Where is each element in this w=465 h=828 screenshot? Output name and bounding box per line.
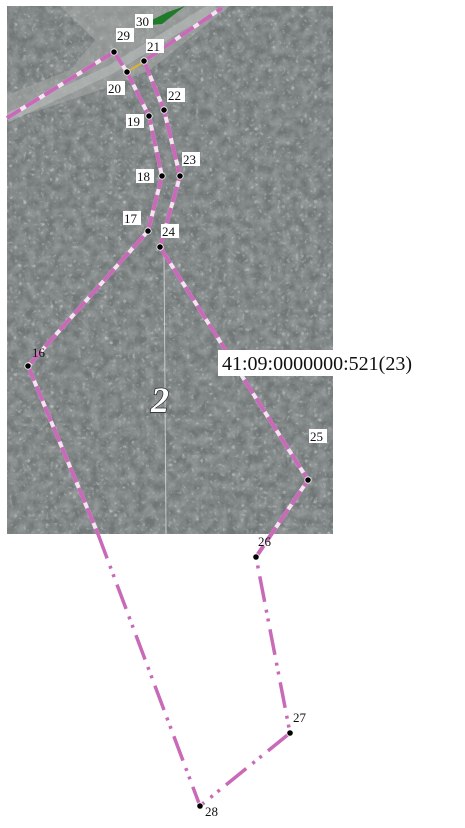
point-dot-22 [160, 106, 168, 114]
boundary-point-20: 20 [107, 68, 131, 96]
parcel-boundaries [5, 6, 311, 809]
point-label-bg-23 [182, 152, 200, 166]
point-label-bg-18 [136, 169, 154, 183]
point-label-19: 19 [127, 114, 140, 129]
point-label-21: 21 [147, 39, 160, 54]
cadastral-number-label: 41:09:0000000:521(23) [222, 353, 412, 375]
point-label-bg-30 [135, 14, 153, 28]
point-dot-20 [123, 68, 131, 76]
point-dot-19 [145, 112, 153, 120]
cadastral-label-group: 41:09:0000000:521(23) [218, 350, 460, 376]
point-dot-24 [156, 243, 164, 251]
point-label-bg-25 [309, 429, 327, 443]
point-dot-23 [176, 172, 184, 180]
point-label-18: 18 [137, 169, 150, 184]
boundary-point-28: 28 [196, 802, 218, 819]
point-label-bg-19 [126, 114, 144, 128]
point-label-bg-22 [167, 88, 185, 102]
survey-line [163, 249, 167, 534]
boundary-point-29: 29 [110, 28, 134, 56]
point-dot-16 [24, 362, 32, 370]
point-label-bg-21 [146, 39, 164, 53]
point-dot-17 [144, 227, 152, 235]
point-label-23: 23 [183, 152, 196, 167]
point-label-29: 29 [117, 28, 130, 43]
point-dot-25 [304, 476, 312, 484]
point-label-bg-24 [161, 224, 179, 238]
point-label-27: 27 [293, 710, 307, 725]
boundary-point-16: 16 [24, 345, 46, 370]
boundary-point-25: 25 [304, 429, 327, 484]
point-dot-26 [252, 553, 260, 561]
boundary-point-26: 26 [252, 534, 272, 561]
point-dot-21 [140, 57, 148, 65]
point-dot-27 [286, 729, 294, 737]
point-dot-28 [196, 802, 204, 810]
boundary-point-19: 19 [126, 112, 153, 129]
boundary-over-photo [5, 6, 311, 559]
road-boundary-left [5, 50, 116, 120]
boundary-point-21: 21 [140, 39, 164, 65]
point-label-16: 16 [32, 345, 46, 360]
point-label-17: 17 [124, 211, 138, 226]
point-label-28: 28 [205, 804, 218, 819]
point-dot-29 [110, 48, 118, 56]
boundary-point-23: 23 [176, 152, 200, 180]
point-dot-18 [158, 172, 166, 180]
point-label-30: 30 [136, 14, 149, 29]
boundary-points: 16 17 18 19 20 21 22 23 24 25 26 27 28 29 30 [24, 14, 327, 819]
point-label-20: 20 [108, 81, 121, 96]
boundary-point-22: 22 [160, 88, 185, 114]
aerial-photo [7, 6, 333, 534]
boundary-point-24: 24 [156, 224, 179, 251]
boundary-point-27: 27 [286, 710, 307, 737]
parcel-number-label: 2 [150, 380, 169, 420]
road-strip [7, 6, 218, 123]
point-label-22: 22 [168, 88, 181, 103]
boundary-point-30: 30 [135, 14, 153, 29]
boundary-point-18: 18 [136, 169, 166, 184]
point-label-bg-29 [116, 28, 134, 42]
point-label-26: 26 [258, 534, 272, 549]
boundary-outside-photo [96, 533, 292, 809]
point-label-bg-20 [107, 81, 125, 95]
parcel-boundary-south [96, 533, 292, 809]
boundary-point-17: 17 [123, 211, 152, 235]
yellow-accent-line [129, 62, 143, 71]
cadastral-label-bg [218, 350, 460, 376]
point-label-25: 25 [310, 429, 323, 444]
point-label-bg-17 [123, 211, 141, 225]
point-label-24: 24 [162, 224, 176, 239]
